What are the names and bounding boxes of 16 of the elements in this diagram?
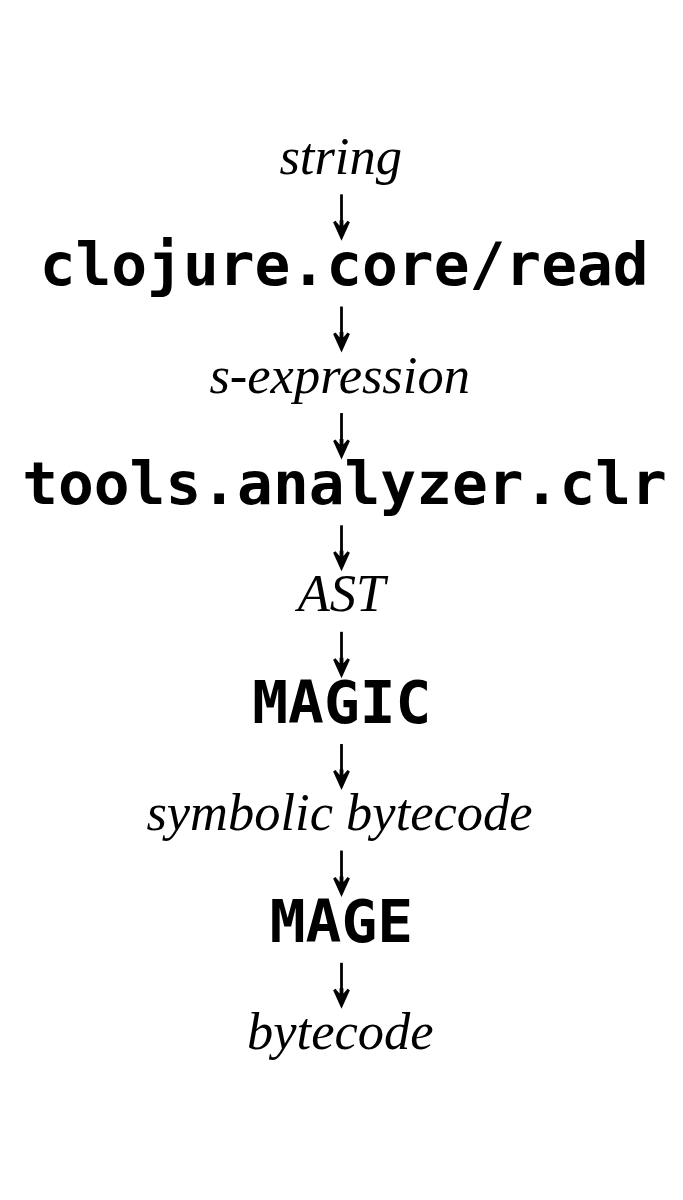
node-text: tools.analyzer.clr bbox=[22, 449, 667, 519]
arrow bbox=[333, 306, 350, 351]
node-text: MAGE bbox=[269, 886, 414, 956]
node-text: s-expression bbox=[209, 345, 470, 404]
arrow bbox=[333, 744, 350, 788]
node-text: bytecode bbox=[247, 1001, 434, 1060]
arrow bbox=[333, 631, 350, 677]
arrow bbox=[333, 194, 350, 239]
node-text: clojure.core/read bbox=[39, 230, 649, 300]
arrow bbox=[333, 525, 350, 570]
arrow bbox=[333, 962, 350, 1007]
node-text: string bbox=[279, 126, 402, 185]
node-text: MAGIC bbox=[252, 667, 432, 737]
node-text: symbolic bytecode bbox=[146, 783, 533, 842]
arrow bbox=[333, 413, 350, 458]
arrow bbox=[333, 850, 350, 896]
